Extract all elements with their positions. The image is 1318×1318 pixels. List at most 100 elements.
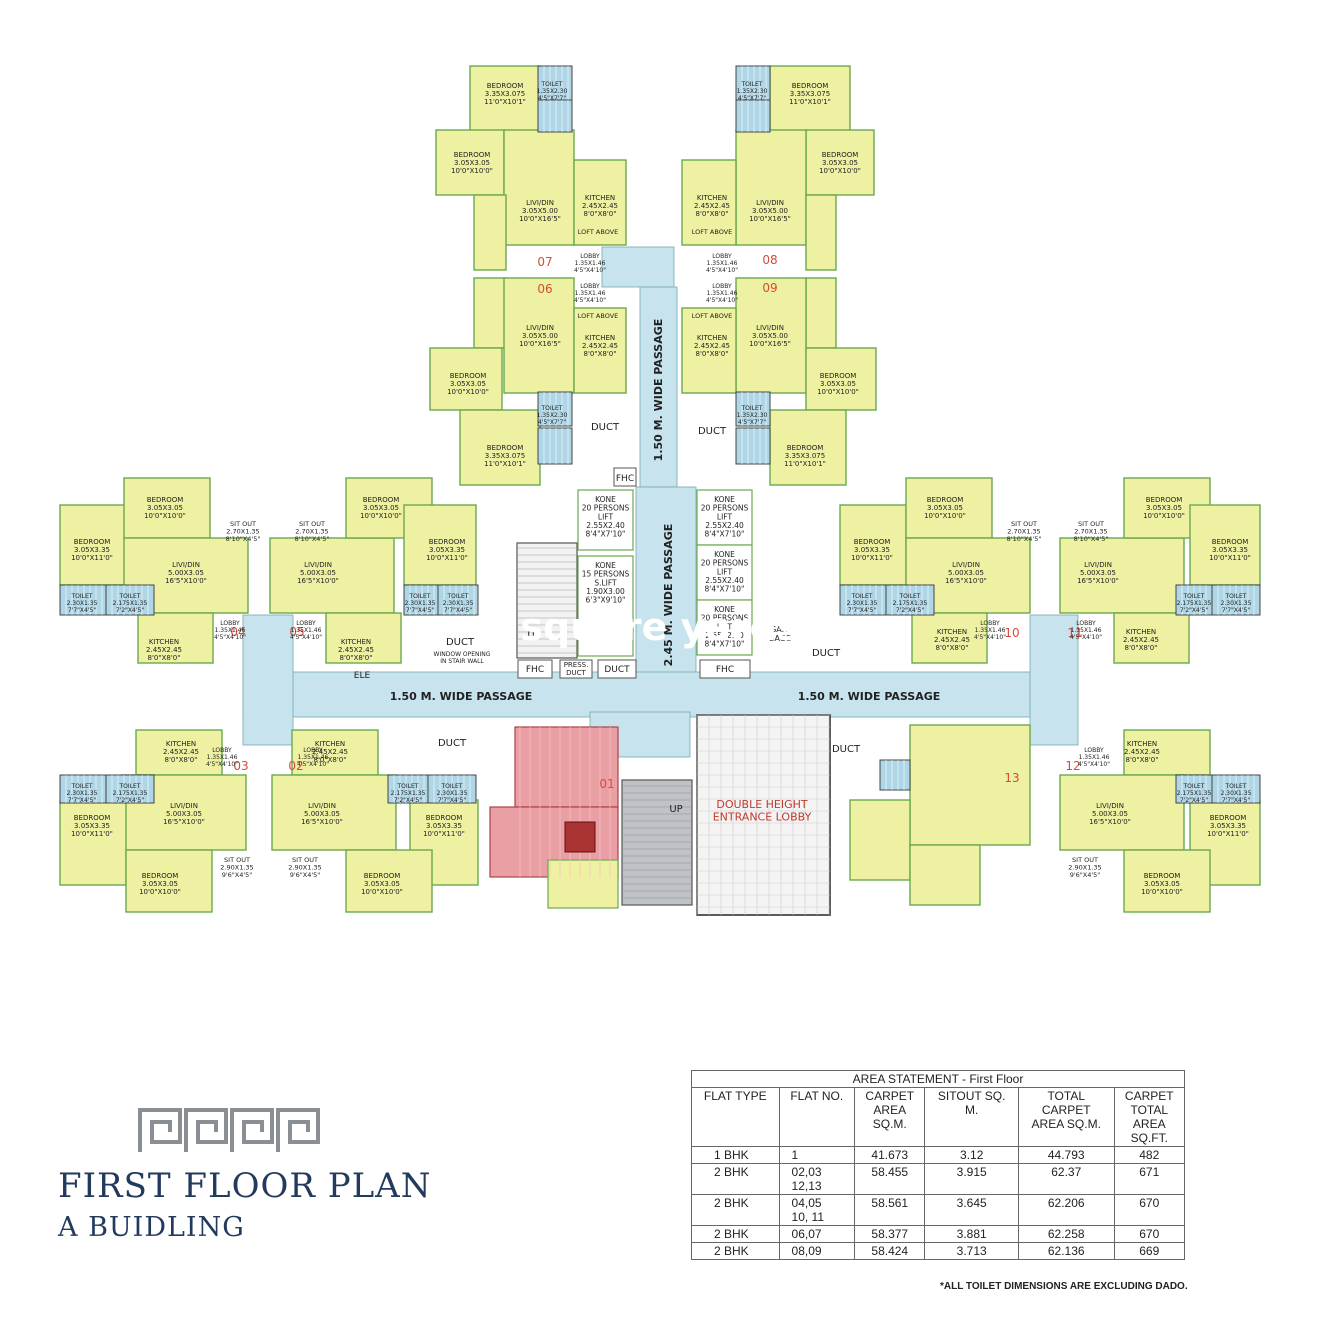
cell-carpet-area: 41.673 (854, 1146, 926, 1164)
passage-label-vertical-upper: 1.50 M. WIDE PASSAGE (652, 319, 665, 462)
flats-03-02-room-4 (291, 729, 379, 776)
duct-box (597, 659, 637, 679)
flat-12-room-0 (1123, 729, 1211, 776)
flat-13-room-2 (909, 844, 981, 906)
up-label-left: UP (527, 630, 540, 641)
flat-07 (435, 65, 627, 271)
core-layer (516, 467, 831, 916)
loft-label-0: LOFT ABOVE (578, 228, 619, 236)
cell-flat-type: 2 BHK (691, 1163, 780, 1195)
flat-06-room-1 (503, 277, 575, 394)
flat-13-room-0 (909, 724, 1031, 846)
flat-07-toilet-1 (537, 99, 573, 133)
flat-09-toilet-1 (735, 427, 771, 465)
garbage-label: GAR-BAGE (769, 625, 791, 643)
area-statement-caption: AREA STATEMENT - First Floor (691, 1070, 1185, 1088)
fhc-label-right: FHC (716, 665, 734, 675)
cell-total-sqft: 669 (1113, 1242, 1186, 1260)
duct-label-top-right: DUCT (698, 426, 727, 437)
cell-carpet-area: 58.455 (854, 1163, 926, 1195)
cell-sitout-area: 3.915 (924, 1163, 1019, 1195)
flats-04-05-room-1 (123, 477, 211, 539)
flat-09-room-1 (735, 277, 807, 394)
flat-12-room-3 (1123, 849, 1211, 913)
flat-07-room-0 (469, 65, 541, 132)
flats-03-02-room-5 (271, 774, 397, 851)
cell-total-area: 44.793 (1017, 1146, 1115, 1164)
flat-06-room-4 (459, 409, 541, 486)
flat-06-room-2 (573, 307, 627, 394)
flat-number-10: 10 (1004, 626, 1019, 640)
press-duct-label: PRESS.DUCT (564, 661, 589, 677)
cell-flat-type: 1 BHK (691, 1146, 780, 1164)
flat-number-13: 13 (1004, 771, 1019, 785)
flat-08-room-1 (805, 129, 875, 196)
passage-vertical-upper (639, 286, 678, 488)
cell-carpet-area: 58.424 (854, 1242, 926, 1260)
flat-09-room-2 (681, 307, 737, 394)
lift-2 (696, 489, 753, 546)
flats-03-02-toilet-2 (387, 774, 429, 804)
duct-label-left: DUCT (446, 637, 475, 648)
flat-08-room-3 (681, 159, 737, 246)
flat-07-room-4 (473, 194, 507, 271)
loft-label-1: LOFT ABOVE (578, 312, 619, 320)
flat-12-room-1 (1059, 774, 1185, 851)
cell-total-area: 62.37 (1017, 1163, 1115, 1195)
ele-label: ELE (354, 671, 371, 681)
flat-08-toilet-0 (735, 65, 771, 101)
up-label-right: UP (669, 804, 682, 815)
cell-flat-no: 06,07 (778, 1225, 856, 1243)
press-duct-box (559, 659, 593, 679)
flats-03-02-room-7 (345, 849, 433, 913)
watermark: square yards (520, 605, 799, 649)
flat-09-toilet-0 (735, 391, 771, 427)
flat-08-room-4 (805, 194, 837, 271)
flat-06-room-3 (429, 347, 503, 411)
flat-09 (681, 277, 877, 486)
fhc-label-left: FHC (526, 665, 544, 675)
flat-07-room-2 (503, 129, 575, 246)
cell-total-sqft: 670 (1113, 1225, 1186, 1243)
flat-01 (489, 726, 619, 909)
flat-number-07: 07 (537, 255, 552, 269)
toilet-footnote: *ALL TOILET DIMENSIONS ARE EXCLUDING DAD… (940, 1281, 1188, 1292)
